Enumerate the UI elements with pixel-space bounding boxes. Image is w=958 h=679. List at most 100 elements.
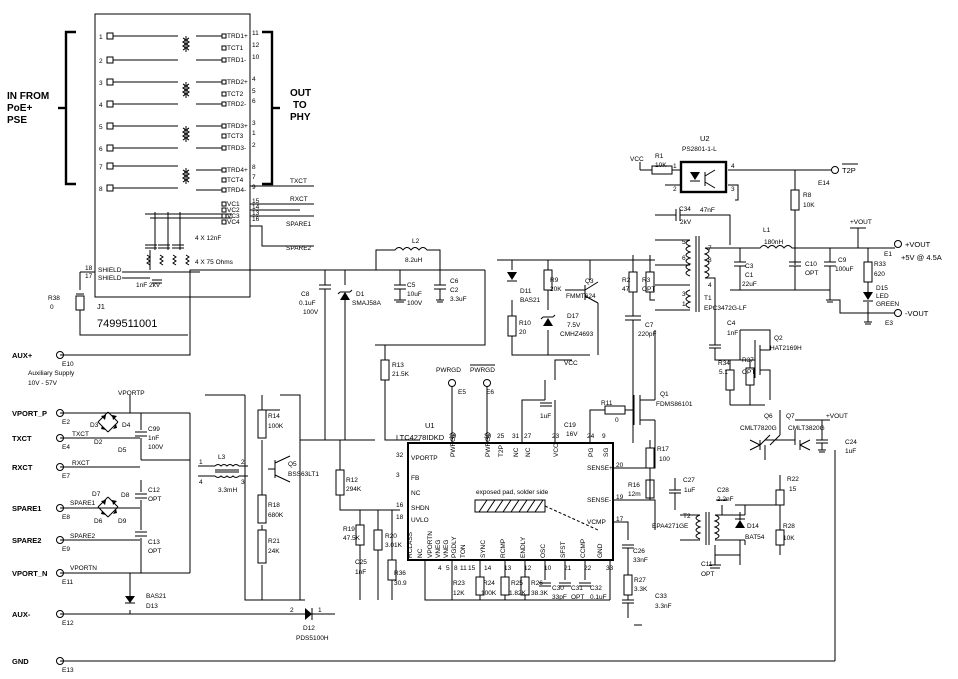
- c5-ref: C5: [407, 282, 416, 289]
- r14-r18-wires: [244, 394, 305, 601]
- u1-bottom-pin-label: ENDLY: [520, 536, 527, 558]
- j1-right-pin-label: TCT3: [227, 133, 244, 140]
- d1-part: SMAJ58A: [352, 300, 382, 307]
- r36-value: 30.9: [394, 580, 407, 587]
- d14-diode-icon: [735, 520, 745, 528]
- c6-ref: C6: [450, 278, 459, 285]
- connector-ref: E8: [62, 514, 70, 521]
- input-bracket: [58, 30, 76, 186]
- u1-top-pin-num: 24: [587, 433, 595, 440]
- d12-pin-2: 2: [290, 607, 294, 614]
- bridge-ref-d3: D3: [90, 422, 99, 429]
- t2p-ref: E14: [818, 180, 830, 187]
- u1-top-pin-num: 9: [602, 433, 606, 440]
- u1-top-pin-num: 23: [552, 433, 560, 440]
- c11-ref: C11: [701, 561, 713, 568]
- net-vportn: VPORTN: [70, 565, 97, 572]
- r3-value: OPT: [642, 286, 655, 293]
- r11-ref: R11: [601, 400, 613, 407]
- r28-value: 10K: [783, 535, 795, 542]
- q7-part: CMLT3820G: [788, 425, 825, 432]
- c27-value: 1uF: [684, 487, 695, 494]
- d15-type: LED: [876, 293, 889, 300]
- t1-pin-1: 1: [682, 301, 686, 308]
- c19-voltage: 16V: [566, 431, 578, 438]
- t1-pin-3: 3: [682, 291, 686, 298]
- d12-diode-icon: [305, 608, 312, 620]
- q6-ref: Q6: [764, 413, 773, 420]
- u1-bottom-pin-num: 8: [454, 565, 458, 572]
- u2-pin-4: 4: [731, 163, 735, 170]
- q6-q7-symbols: [749, 439, 811, 451]
- c30-value: 33pF: [552, 594, 567, 601]
- j1-right-pin-label: VC3: [227, 213, 240, 220]
- r14-value: 100K: [268, 423, 284, 430]
- j1-right-pin-box: [221, 133, 227, 139]
- c9-value: 100uF: [835, 266, 853, 273]
- c34-value: 47nF: [700, 207, 715, 214]
- j1-right-pin-label: TCT1: [227, 45, 244, 52]
- j1-right-pin-label: TRD2-: [227, 101, 246, 108]
- r27-ref: R27: [634, 577, 646, 584]
- bridge-ref-d5: D5: [118, 447, 127, 454]
- q2-ref: Q2: [774, 335, 783, 342]
- q2-part: HAT2169H: [770, 345, 802, 352]
- r25-ref: R25: [511, 580, 523, 587]
- j1-right-pin-box: [221, 145, 227, 151]
- vout-neg-port[interactable]: [894, 309, 902, 317]
- bridge-rectifier-1: [97, 411, 119, 433]
- r21-value: 24K: [268, 548, 280, 555]
- u1-top-pin-num: 31: [512, 433, 520, 440]
- aux-note-2: 10V - 57V: [28, 380, 58, 387]
- c33-ref: C33: [655, 593, 667, 600]
- j1-shield-2: SHIELD: [98, 275, 122, 282]
- pwrgd-port[interactable]: [448, 379, 456, 387]
- r13-body: [380, 359, 390, 381]
- d14-ref: D14: [747, 523, 759, 530]
- j1-right-pin-label: TRD2+: [227, 79, 248, 86]
- c99-c12-c13-wires: [135, 413, 190, 573]
- c28-ref: C28: [717, 487, 729, 494]
- c26-value: 33nF: [633, 557, 648, 564]
- u1-pad-hatch: [478, 499, 544, 513]
- j1-right-pin-num: 10: [252, 54, 260, 61]
- r12-value: 294K: [346, 486, 362, 493]
- input-label-line1: IN FROM: [7, 91, 49, 102]
- u1-left-pin-label: NC: [417, 548, 424, 558]
- r19-ref: R19: [343, 526, 355, 533]
- j1-right-pin-box: [221, 177, 227, 183]
- u1-bottom-pin-label: SFST: [560, 541, 567, 558]
- r26-body: [520, 576, 530, 596]
- vout-pos-ref: E1: [884, 251, 892, 258]
- t2p-port[interactable]: [831, 166, 839, 174]
- c30-ref: C30: [552, 585, 564, 592]
- r1-opto-ref: R1: [655, 153, 664, 160]
- d12-part: PDS5100H: [296, 635, 329, 642]
- r34-value: 5.1: [719, 369, 728, 376]
- r24-value: 100K: [481, 590, 497, 597]
- d15-led-icon: [863, 292, 873, 300]
- q2-wires: [709, 329, 771, 405]
- phy-net-spare2: SPARE2: [286, 245, 312, 252]
- u1-top-pin-label: NC: [513, 447, 520, 457]
- u1-top-pin-label: T2P: [498, 445, 505, 457]
- j1-right-pin-num: 1: [252, 130, 256, 137]
- d12-pin-1: 1: [318, 607, 322, 614]
- r37-value: OPT: [742, 369, 755, 376]
- u1-bottom-pin-num: 10: [544, 565, 552, 572]
- l1-ref: L1: [763, 227, 771, 234]
- l3-pin-1: 1: [199, 459, 203, 466]
- c9-ref: C9: [838, 257, 847, 264]
- j1-right-pin-box: [221, 187, 227, 193]
- vout-pos-label: +VOUT: [905, 240, 931, 249]
- r17-r16-wires: [613, 440, 656, 530]
- l3-ref: L3: [218, 454, 226, 461]
- u1-pad-note: exposed pad, solder side: [476, 489, 549, 496]
- connector-label: RXCT: [12, 463, 33, 472]
- connector-label: AUX+: [12, 351, 33, 360]
- d12-ref: D12: [303, 625, 315, 632]
- npwrgd-port[interactable]: [483, 379, 491, 387]
- r25-value: 1.82K: [509, 590, 527, 597]
- vout-pos-port[interactable]: [894, 240, 902, 248]
